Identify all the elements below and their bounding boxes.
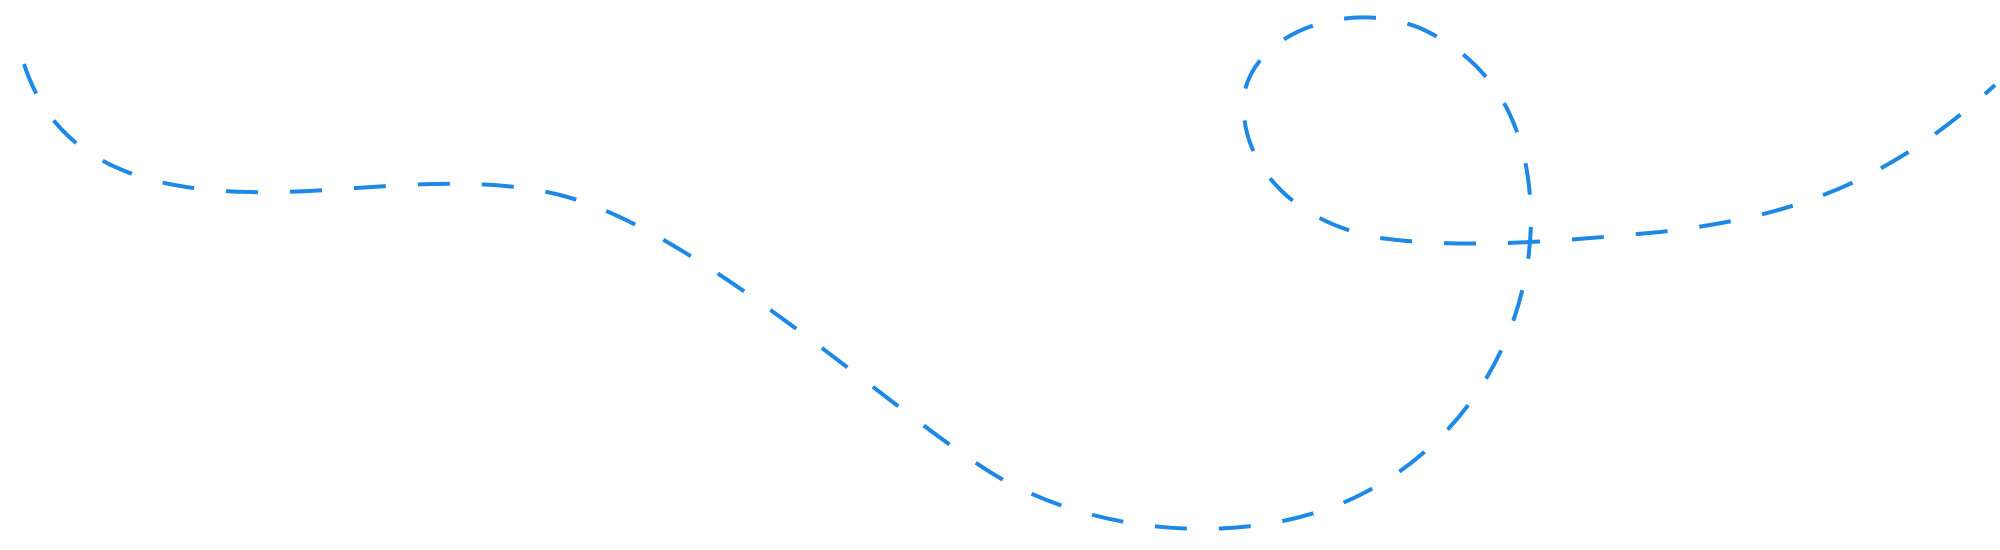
dashed-looping-path <box>22 15 1997 531</box>
